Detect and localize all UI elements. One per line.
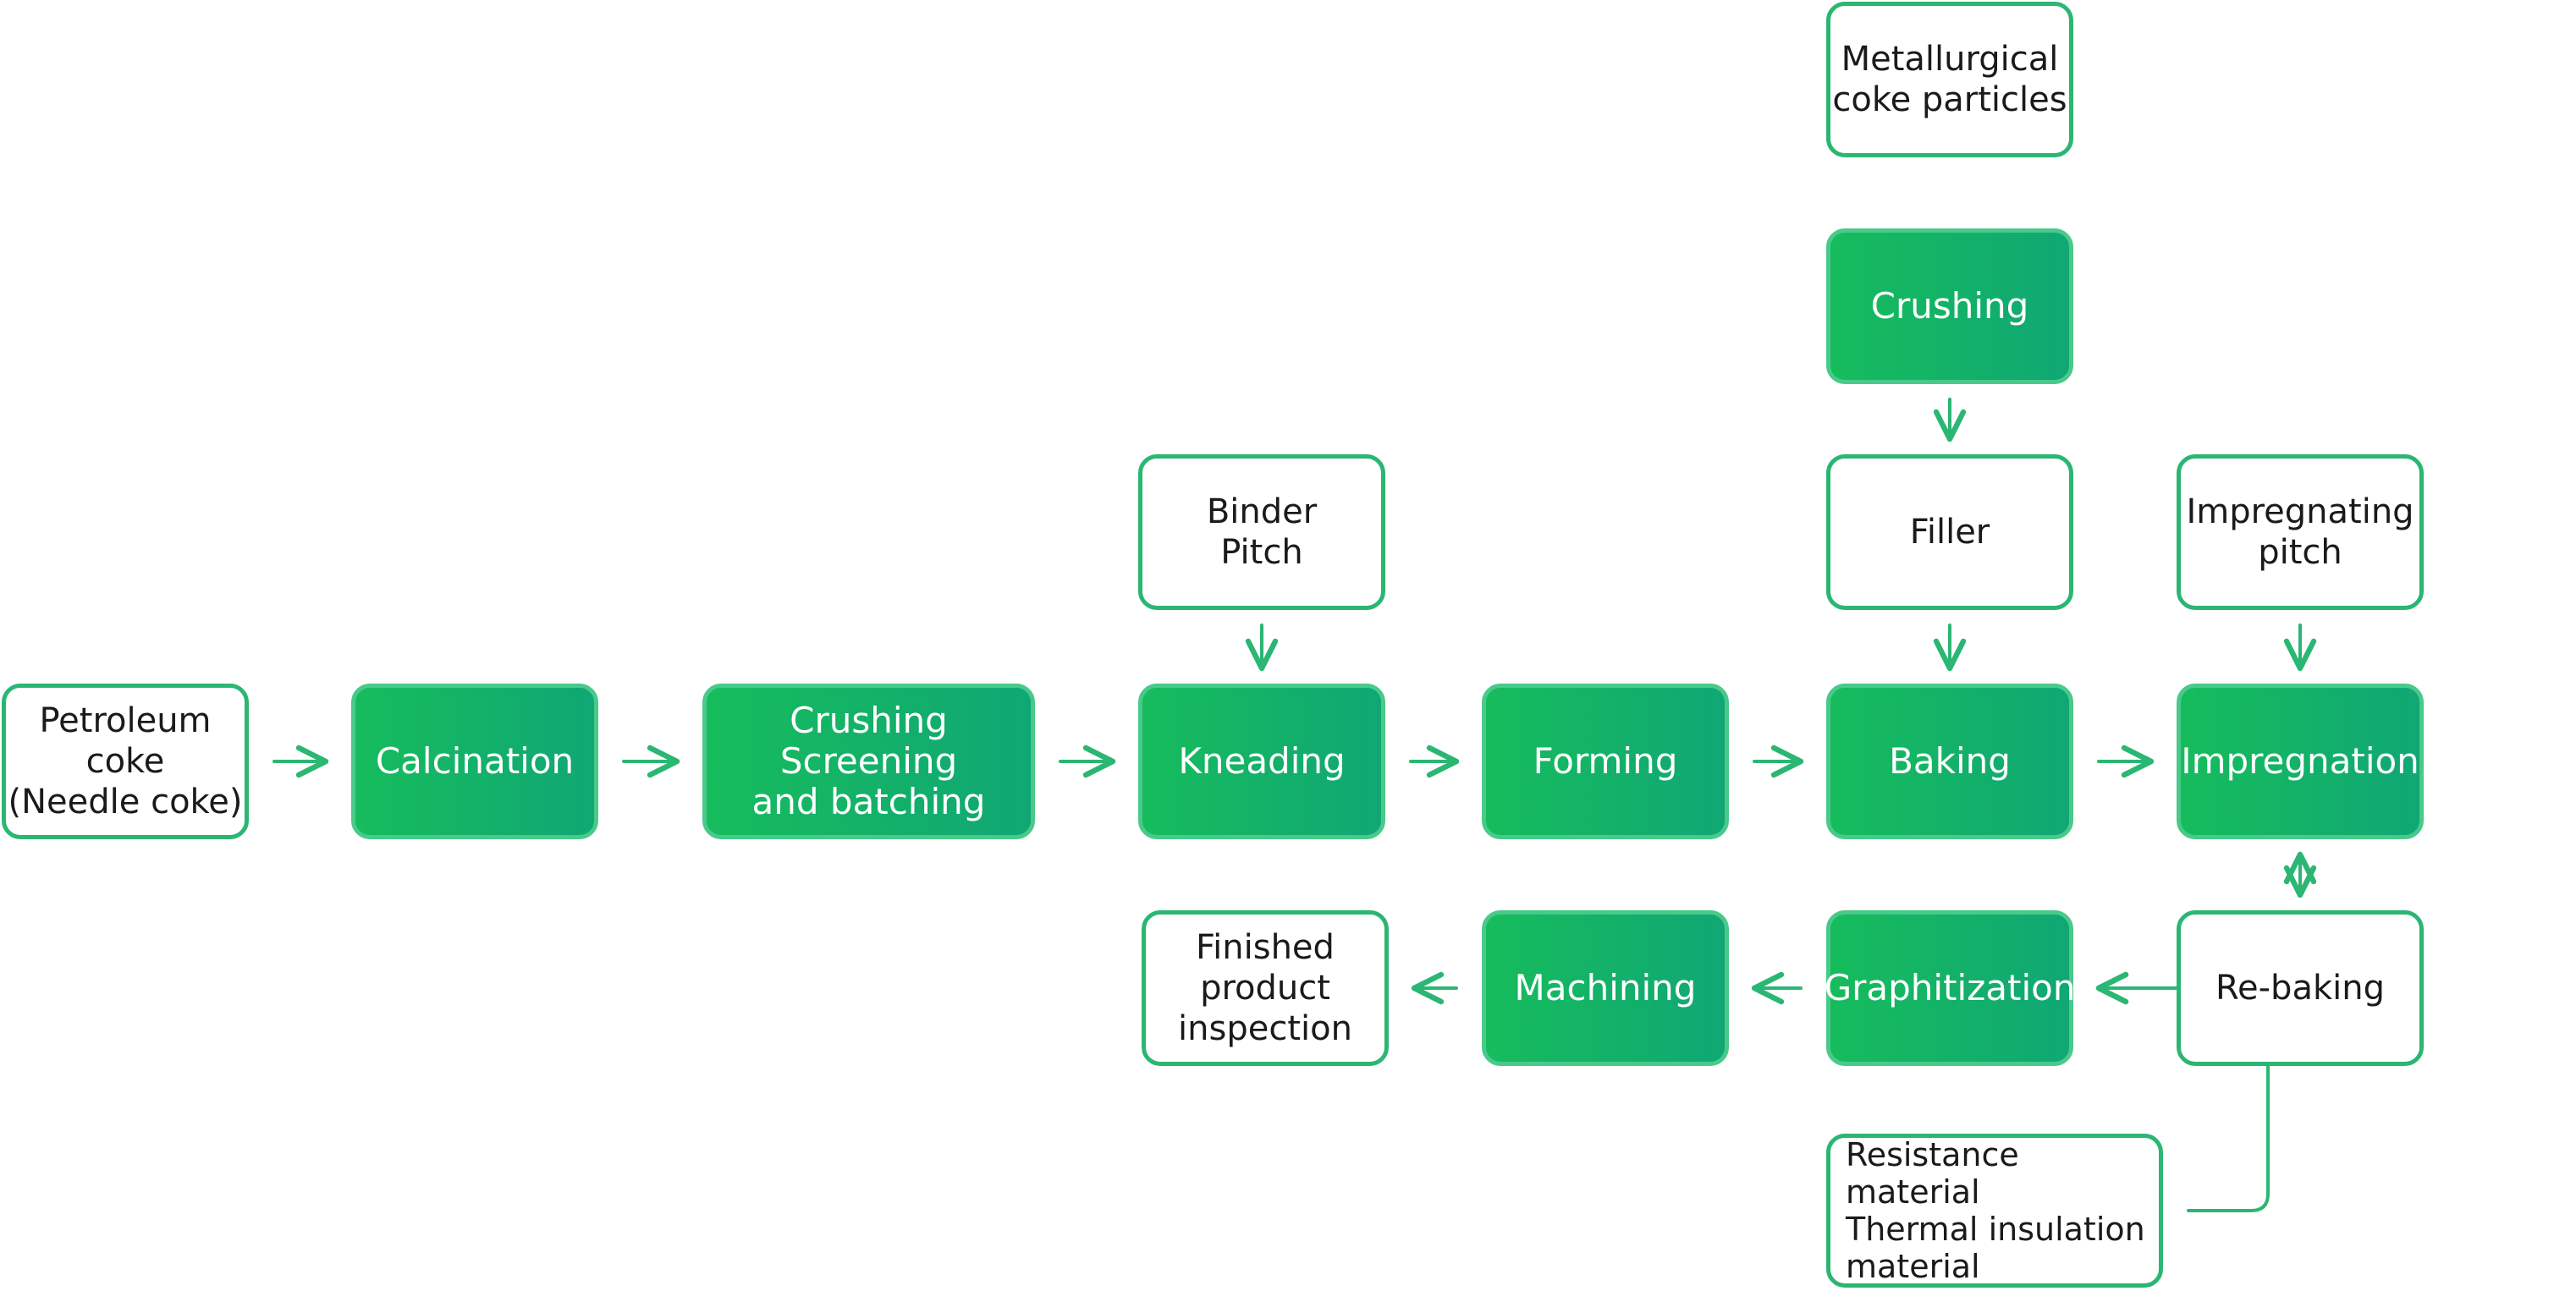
node-machining: Machining [1482, 910, 1729, 1066]
node-kneading: Kneading [1138, 684, 1385, 839]
node-finished-inspection: Finished product inspection [1142, 910, 1389, 1066]
node-graphitization: Graphitization [1825, 910, 2075, 1066]
node-crushing-screening-batching: Crushing Screening and batching [702, 684, 1035, 839]
node-baking: Baking [1826, 684, 2073, 839]
node-re-baking: Re-baking [2177, 910, 2424, 1066]
node-calcination: Calcination [351, 684, 598, 839]
node-impregnation: Impregnation [2177, 684, 2424, 839]
node-resistance-material: Resistance material Thermal insulation m… [1826, 1134, 2163, 1288]
node-petroleum-coke: Petroleum coke (Needle coke) [2, 684, 249, 839]
node-metallurgical-coke: Metallurgical coke particles [1826, 2, 2073, 157]
node-crushing: Crushing [1826, 228, 2073, 384]
node-binder-pitch: Binder Pitch [1138, 454, 1385, 610]
node-impregnating-pitch: Impregnating pitch [2177, 454, 2424, 610]
node-forming: Forming [1482, 684, 1729, 839]
node-filler: Filler [1826, 454, 2073, 610]
